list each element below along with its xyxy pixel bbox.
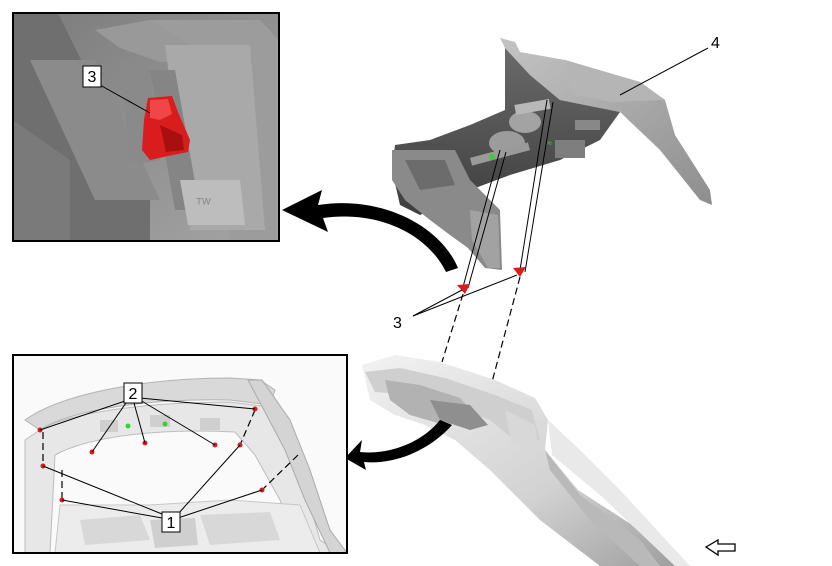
alignment-line <box>519 99 548 271</box>
inset-frame <box>12 12 280 242</box>
alignment-line <box>524 101 554 273</box>
install-path-line <box>441 293 464 363</box>
push-clip <box>457 284 470 294</box>
svg-text:ᵀᵂ: ᵀᵂ <box>196 195 211 211</box>
inset-tailgate-render <box>24 377 347 553</box>
callout-leader <box>99 84 151 114</box>
push-clip-highlight <box>142 96 190 160</box>
callout-box <box>82 65 102 88</box>
callout-label-3: 3 <box>88 69 97 86</box>
callout-leader <box>412 274 518 317</box>
callout-leader <box>619 47 709 96</box>
curved-arrow-to-bottom-inset <box>345 420 452 470</box>
callout-2-leaders <box>39 397 256 453</box>
detail-inset-clip: ᵀᵂ 3 <box>12 12 280 242</box>
callout-1-leaders <box>42 444 263 519</box>
hollow-left-arrow-icon <box>704 538 736 557</box>
callout-leader <box>412 289 463 317</box>
inset-frame <box>12 354 348 554</box>
callout-label-1: 1 <box>167 515 176 532</box>
detail-inset-tailgate: 2 1 <box>12 354 348 554</box>
tailgate-inner-panel <box>362 355 690 566</box>
push-clip <box>513 267 526 277</box>
install-path-line <box>491 276 521 383</box>
alignment-line <box>467 151 507 289</box>
callout-label-3: 3 <box>393 315 402 332</box>
callout-label-2: 2 <box>129 386 138 403</box>
callout-label-4: 4 <box>711 35 720 52</box>
rear-trim-cover-part: ≈ <box>392 38 712 270</box>
svg-text:≈: ≈ <box>547 138 552 148</box>
curved-arrow-to-top-inset <box>282 190 458 272</box>
callout-box <box>123 382 143 404</box>
callout-box <box>161 511 181 533</box>
alignment-line <box>462 149 501 288</box>
